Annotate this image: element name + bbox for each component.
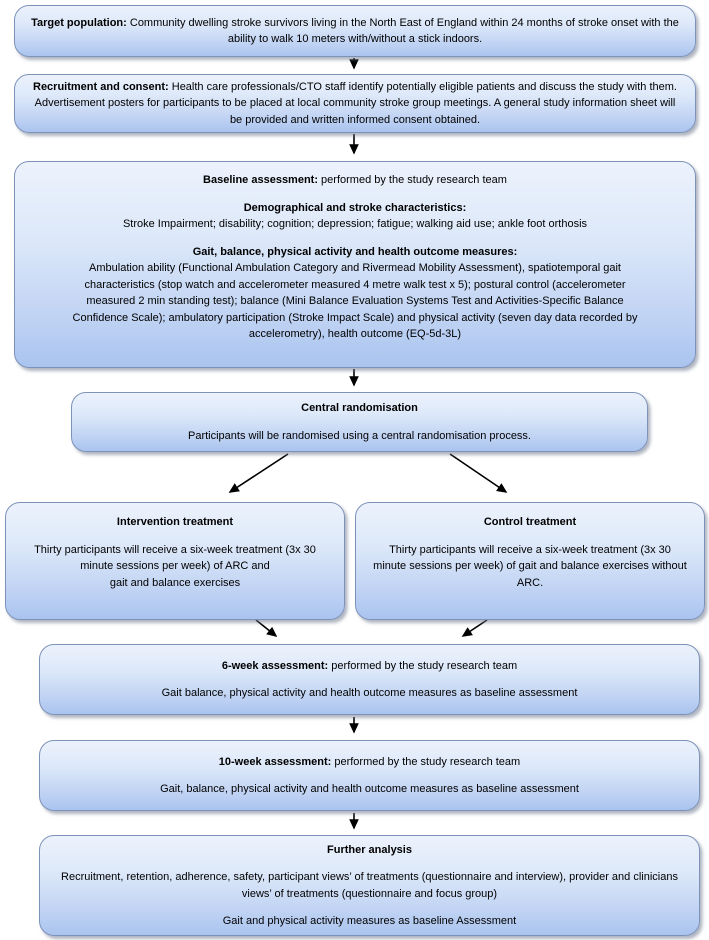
- week10-title-line: 10-week assessment: performed by the stu…: [56, 754, 683, 771]
- week6-label: 6-week assessment:: [221, 659, 329, 672]
- week6-body: Gait balance, physical activity and heal…: [161, 687, 578, 699]
- box-intervention-treatment: Intervention treatment Thirty participan…: [5, 502, 345, 620]
- arrow-control-to-week6: [461, 619, 488, 637]
- week10-label: 10-week assessment:: [218, 755, 332, 768]
- demographical-heading: Demographical and stroke characteristics…: [243, 201, 467, 214]
- randomisation-body: Participants will be randomised using a …: [187, 429, 531, 442]
- baseline-section1-body: Stroke Impairment; disability; cognition…: [122, 218, 588, 230]
- target-population-text: Target population: Community dwelling st…: [31, 15, 679, 48]
- intervention-title-text: Intervention treatment: [116, 516, 234, 528]
- further-body1: Recruitment, retention, adherence, safet…: [61, 871, 678, 900]
- box-10-week-assessment: 10-week assessment: performed by the stu…: [39, 740, 700, 811]
- intervention-body-line2: gait and balance exercises: [109, 576, 241, 589]
- week10-title-suffix: performed by the study research team: [331, 755, 521, 768]
- control-title-text: Control treatment: [483, 516, 577, 528]
- box-6-week-assessment: 6-week assessment: performed by the stud…: [39, 644, 700, 715]
- gait-balance-heading: Gait, balance, physical activity and hea…: [192, 245, 518, 258]
- baseline-section2-body: Ambulation ability (Functional Ambulatio…: [72, 262, 638, 340]
- randomisation-title: Central randomisation: [88, 400, 631, 417]
- arrow-randomisation-to-intervention: [228, 453, 289, 493]
- baseline-section1-heading: Demographical and stroke characteristics…: [63, 200, 647, 217]
- box-baseline-assessment: Baseline assessment: performed by the st…: [14, 161, 696, 368]
- week6-title-line: 6-week assessment: performed by the stud…: [56, 658, 683, 675]
- baseline-label: Baseline assessment:: [203, 174, 318, 186]
- baseline-title-suffix: performed by the study research team: [318, 174, 507, 186]
- further-title-text: Further analysis: [327, 843, 412, 856]
- arrow-intervention-to-week6: [255, 619, 278, 637]
- further-title: Further analysis: [56, 842, 683, 859]
- randomisation-title-text: Central randomisation: [301, 402, 418, 414]
- intervention-title: Intervention treatment: [22, 514, 328, 531]
- baseline-section2-heading: Gait, balance, physical activity and hea…: [63, 244, 647, 261]
- recruitment-body: Health care professionals/CTO staff iden…: [34, 80, 677, 126]
- further-body2: Gait and physical activity measures as b…: [222, 915, 517, 927]
- control-title: Control treatment: [372, 514, 688, 531]
- week10-body: Gait, balance, physical activity and hea…: [160, 783, 579, 795]
- intervention-body-line1: Thirty participants will receive a six-w…: [34, 543, 316, 573]
- week6-title-suffix: performed by the study research team: [328, 659, 518, 672]
- box-recruitment-consent: Recruitment and consent: Health care pro…: [14, 74, 696, 133]
- recruitment-text: Recruitment and consent: Health care pro…: [31, 79, 679, 129]
- baseline-title-line: Baseline assessment: performed by the st…: [63, 172, 647, 189]
- target-population-body: Community dwelling stroke survivors livi…: [126, 16, 679, 46]
- box-target-population: Target population: Community dwelling st…: [14, 5, 696, 57]
- box-further-analysis: Further analysis Recruitment, retention,…: [39, 835, 700, 936]
- recruitment-label: Recruitment and consent:: [33, 80, 169, 93]
- box-control-treatment: Control treatment Thirty participants wi…: [355, 502, 705, 620]
- box-central-randomisation: Central randomisation Participants will …: [71, 392, 648, 452]
- target-population-label: Target population:: [31, 16, 127, 29]
- control-body: Thirty participants will receive a six-w…: [373, 543, 687, 589]
- arrow-randomisation-to-control: [449, 453, 508, 493]
